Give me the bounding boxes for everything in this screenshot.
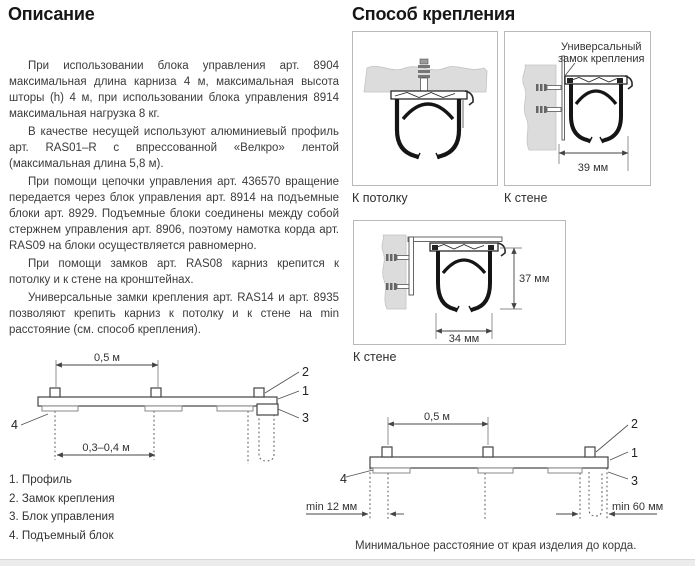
dimension-label: 39 мм [578,162,608,174]
dimension-label: 0,5 м [94,352,120,364]
profile-cross-section [564,75,633,144]
part-number-label: 1 [302,384,309,398]
callout-text: замок крепления [558,53,644,65]
mounting-plate [561,55,565,141]
control-block [256,403,279,416]
part-number-label: 3 [302,411,309,425]
leader-lines [345,424,629,480]
description-paragraph: При помощи цепочки управления арт. 43657… [9,176,339,252]
callout-text: Универсальный [561,41,642,53]
part-number-label: 4 [340,472,347,486]
lifting-blocks [41,405,254,412]
profile-layout-figure: 0,5 м 0,3–0,4 м [11,352,309,464]
legend-item: 4. Подъемный блок [9,528,114,542]
wall-mount-figure: Универсальный замок крепления 39 мм [504,31,651,186]
mount-locks [381,446,596,458]
screw-icon [536,84,562,91]
bracket-arm [407,236,503,242]
profile-bar [37,396,278,407]
min-distance-label: min 60 мм [612,501,663,513]
description-paragraph: В качестве несущей используют алюминиевы… [9,126,339,170]
screw-icon [536,106,562,113]
callout-leader [563,62,576,78]
description-text: При использовании блока управления арт. … [9,58,339,340]
min-distance-caption: Минимальное расстояние от края изделия д… [355,540,637,552]
wall-bracket-figure: 37 мм 34 мм [353,220,566,345]
description-paragraph: Универсальные замки крепления арт. RAS14… [9,292,339,336]
legend-item: 2. Замок крепления [9,491,115,505]
page-edge-strip [0,559,695,566]
dimension-label: 37 мм [519,273,549,285]
part-number-label: 3 [631,474,638,488]
mounting-heading: Способ крепления [352,4,516,24]
profile-cross-section [390,90,474,160]
part-number-label: 4 [11,418,18,432]
leader-lines [20,371,300,426]
profile-cross-section [429,242,506,313]
description-heading: Описание [8,4,95,24]
description-paragraph: При использовании блока управления арт. … [9,60,339,120]
description-paragraph: При помощи замков арт. RAS08 карниз креп… [9,258,339,286]
dimension-label: 34 мм [449,333,479,344]
part-number-label: 2 [302,365,309,379]
wall-bracket-caption: К стене [353,350,397,364]
dimension-label: 0,5 м [424,411,450,423]
wall-mount-caption: К стене [504,191,548,205]
lifting-blocks [372,467,583,474]
cord-lines [54,411,275,464]
part-number-label: 2 [631,417,638,431]
bracket-post [408,236,414,296]
mount-locks [49,387,265,398]
min-distance-figure: 0,5 м min 12 мм min 60 мм [306,411,663,521]
parts-legend: 1. Профиль 2. Замок крепления 3. Блок уп… [9,471,115,545]
part-number-label: 1 [631,446,638,460]
min-distance-label: min 12 мм [306,501,357,513]
ceiling-mount-figure [352,31,498,186]
wall-slab [381,234,407,310]
legend-item: 3. Блок управления [9,510,115,524]
profile-bar [369,456,609,469]
dimension-label: 0,3–0,4 м [82,442,129,454]
legend-item: 1. Профиль [9,473,72,486]
ceiling-mount-caption: К потолку [352,191,408,205]
cord-lines [369,468,608,521]
